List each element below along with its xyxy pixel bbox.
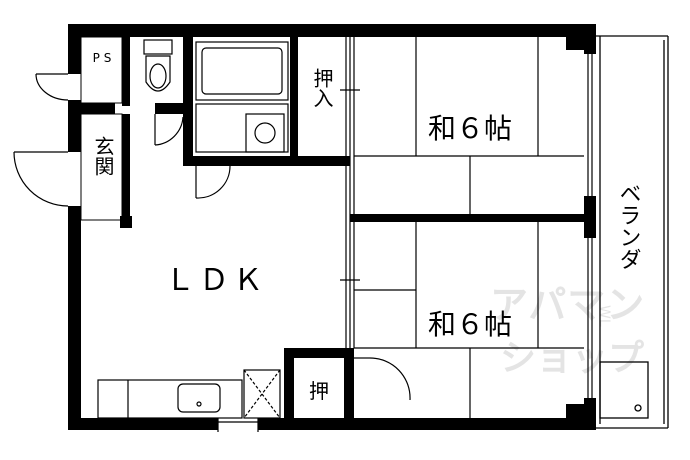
doors: [13, 73, 411, 401]
watermark-main: アパマン: [490, 283, 645, 327]
tatami-lower: [354, 222, 584, 418]
kitchen-window: [210, 418, 266, 432]
watermark-wl: WL: [596, 305, 612, 327]
label-washitsu-bottom: 和６帖: [428, 308, 512, 341]
bathtub: [195, 41, 289, 153]
watermark-sub: ショップ: [500, 338, 644, 379]
label-oshiire-top: 押入: [310, 68, 334, 108]
label-ps: P S: [93, 51, 112, 65]
genkan-area: [80, 113, 123, 221]
outer-walls: [68, 24, 596, 430]
ps-area: [80, 36, 123, 104]
label-washitsu-top: 和６帖: [428, 112, 512, 145]
kitchen-counter: [97, 379, 243, 419]
tatami-upper: [354, 36, 584, 214]
veranda: [596, 35, 669, 429]
toilet: [143, 39, 173, 92]
washing-machine: [245, 113, 285, 153]
fridge-space: [243, 369, 281, 419]
right-windows: [587, 54, 593, 398]
label-ldk: ＬＤＫ: [165, 263, 267, 298]
sliding-partitions: [340, 36, 584, 348]
label-veranda: ベランダ: [616, 182, 641, 270]
label-genkan: 玄関: [91, 136, 115, 176]
watermark: アパマン ショップ WL: [490, 283, 645, 379]
label-oshiire-bottom: 押: [309, 379, 329, 403]
